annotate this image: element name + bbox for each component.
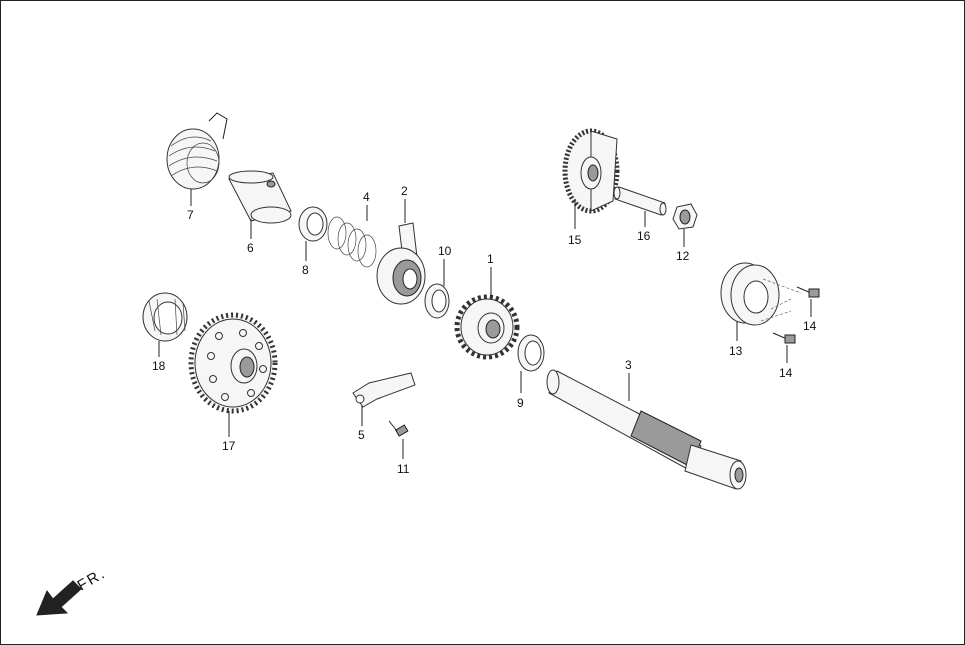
label-1: 1 — [487, 252, 494, 266]
part-14-bolt-upper — [796, 286, 820, 298]
part-3-shaft — [546, 369, 747, 490]
label-12: 12 — [676, 249, 690, 263]
front-direction-arrow-icon — [36, 580, 82, 616]
label-18: 18 — [152, 359, 166, 373]
part-4-spring — [327, 216, 377, 268]
front-direction-label: FR. — [75, 565, 110, 595]
label-6: 6 — [247, 241, 254, 255]
label-11: 11 — [397, 462, 410, 476]
part-9-washer — [517, 334, 545, 372]
part-2-ratchet — [376, 222, 426, 305]
part-16-pin — [613, 186, 667, 216]
label-14-lower: 14 — [779, 366, 793, 380]
label-7: 7 — [187, 208, 194, 222]
part-17-sprocket — [188, 312, 278, 414]
label-17: 17 — [222, 439, 236, 453]
part-7-torsion-spring — [166, 112, 228, 190]
label-13: 13 — [729, 344, 743, 358]
label-5: 5 — [358, 428, 365, 442]
part-15-bevel-gear — [562, 128, 620, 214]
part-12-nut — [672, 203, 698, 230]
part-6-collar — [228, 170, 292, 224]
part-5-lever — [352, 372, 416, 408]
label-16: 16 — [637, 229, 651, 243]
part-14-bolt-lower — [772, 332, 796, 344]
label-14-upper: 14 — [803, 319, 817, 333]
label-10: 10 — [438, 244, 452, 258]
part-10-washer — [424, 283, 450, 319]
part-11-bolt — [388, 420, 409, 437]
part-13-holder-plate — [720, 262, 802, 326]
label-2: 2 — [401, 184, 408, 198]
label-15: 15 — [568, 233, 582, 247]
label-9: 9 — [517, 396, 524, 410]
part-18-needle-bearing — [142, 292, 188, 342]
part-1-gear — [454, 294, 520, 360]
label-4: 4 — [363, 190, 370, 204]
label-8: 8 — [302, 263, 309, 277]
label-3: 3 — [625, 358, 632, 372]
part-8-washer — [298, 206, 328, 242]
